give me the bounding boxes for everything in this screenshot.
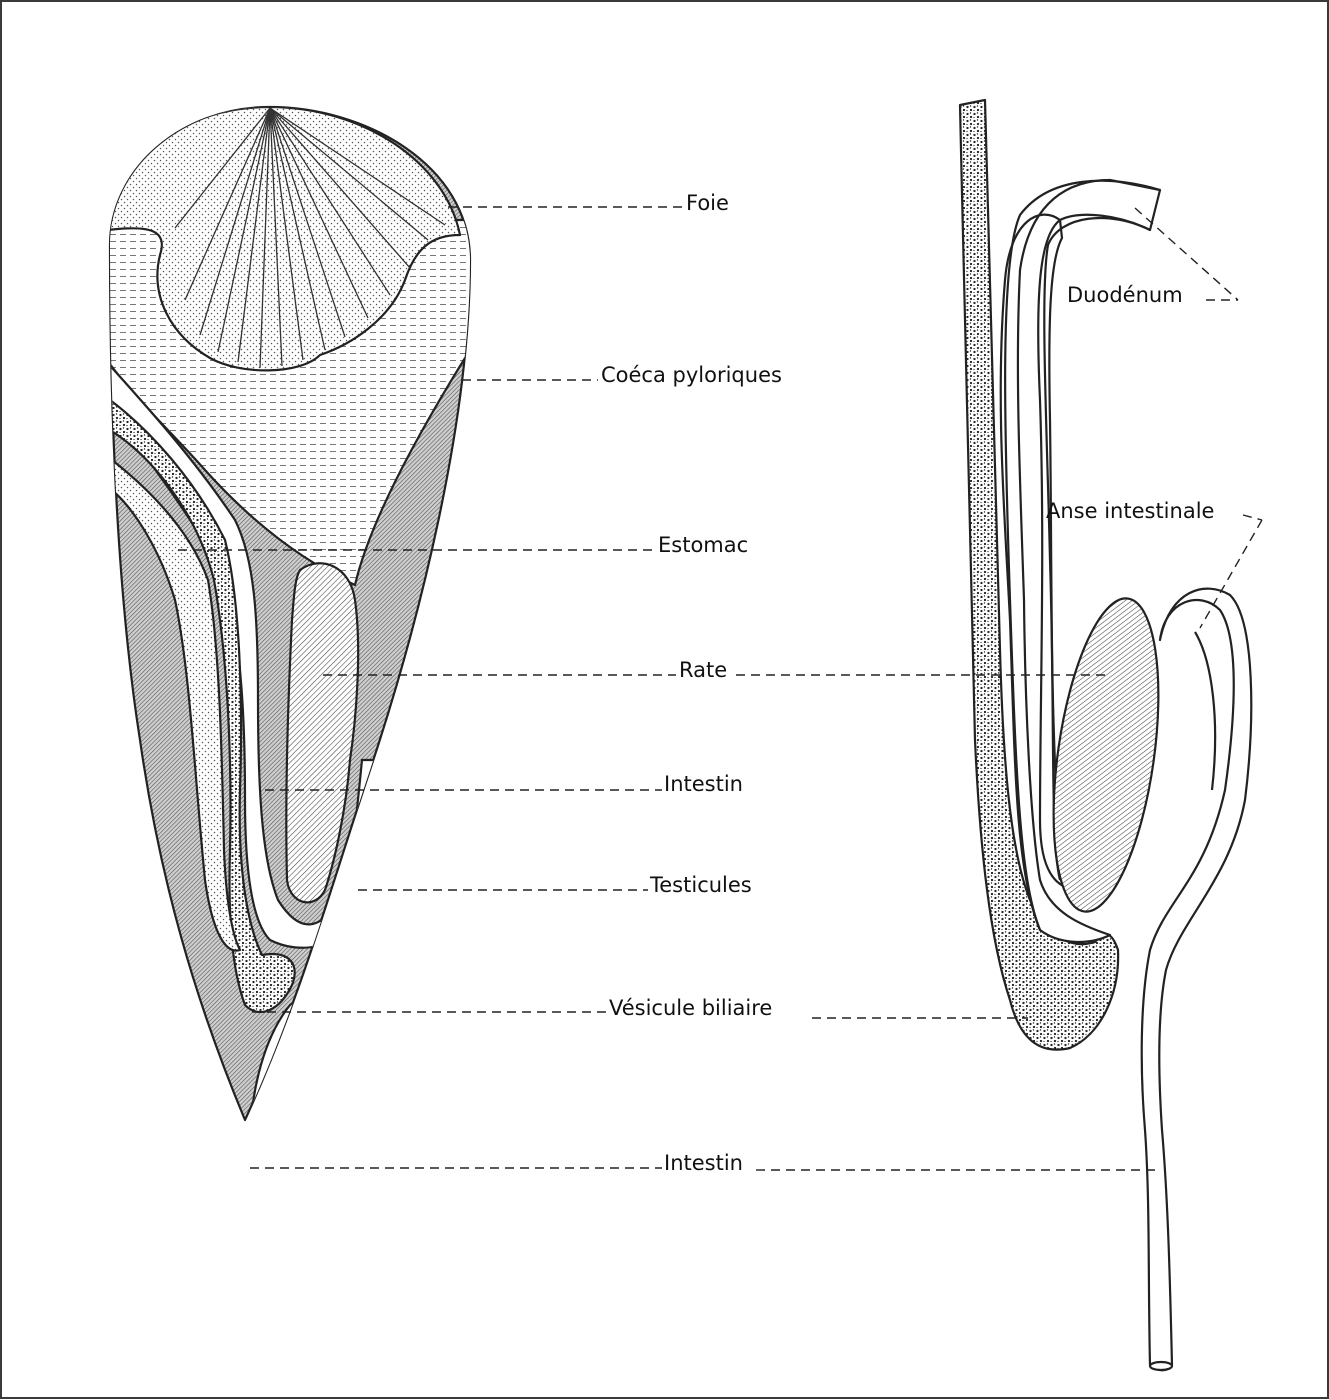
intestinal-loop-inner [1195,632,1215,790]
label-testicules: Testicules [649,873,752,897]
label-foie: Foie [686,191,729,215]
left-organ-view [100,107,480,1160]
label-vesicule-biliaire: Vésicule biliaire [609,996,772,1020]
spleen-lateral [1036,592,1175,918]
label-anse-intestinale: Anse intestinale [1046,499,1214,523]
label-intestin-upper: Intestin [664,772,743,796]
label-estomac: Estomac [658,533,748,557]
spleen [286,563,358,902]
label-intestin-lower: Intestin [664,1151,743,1175]
intestine-end [1150,1362,1172,1370]
label-rate: Rate [679,658,727,682]
label-duodenum: Duodénum [1067,283,1183,307]
label-coeca-pyloriques: Coéca pyloriques [601,363,782,387]
